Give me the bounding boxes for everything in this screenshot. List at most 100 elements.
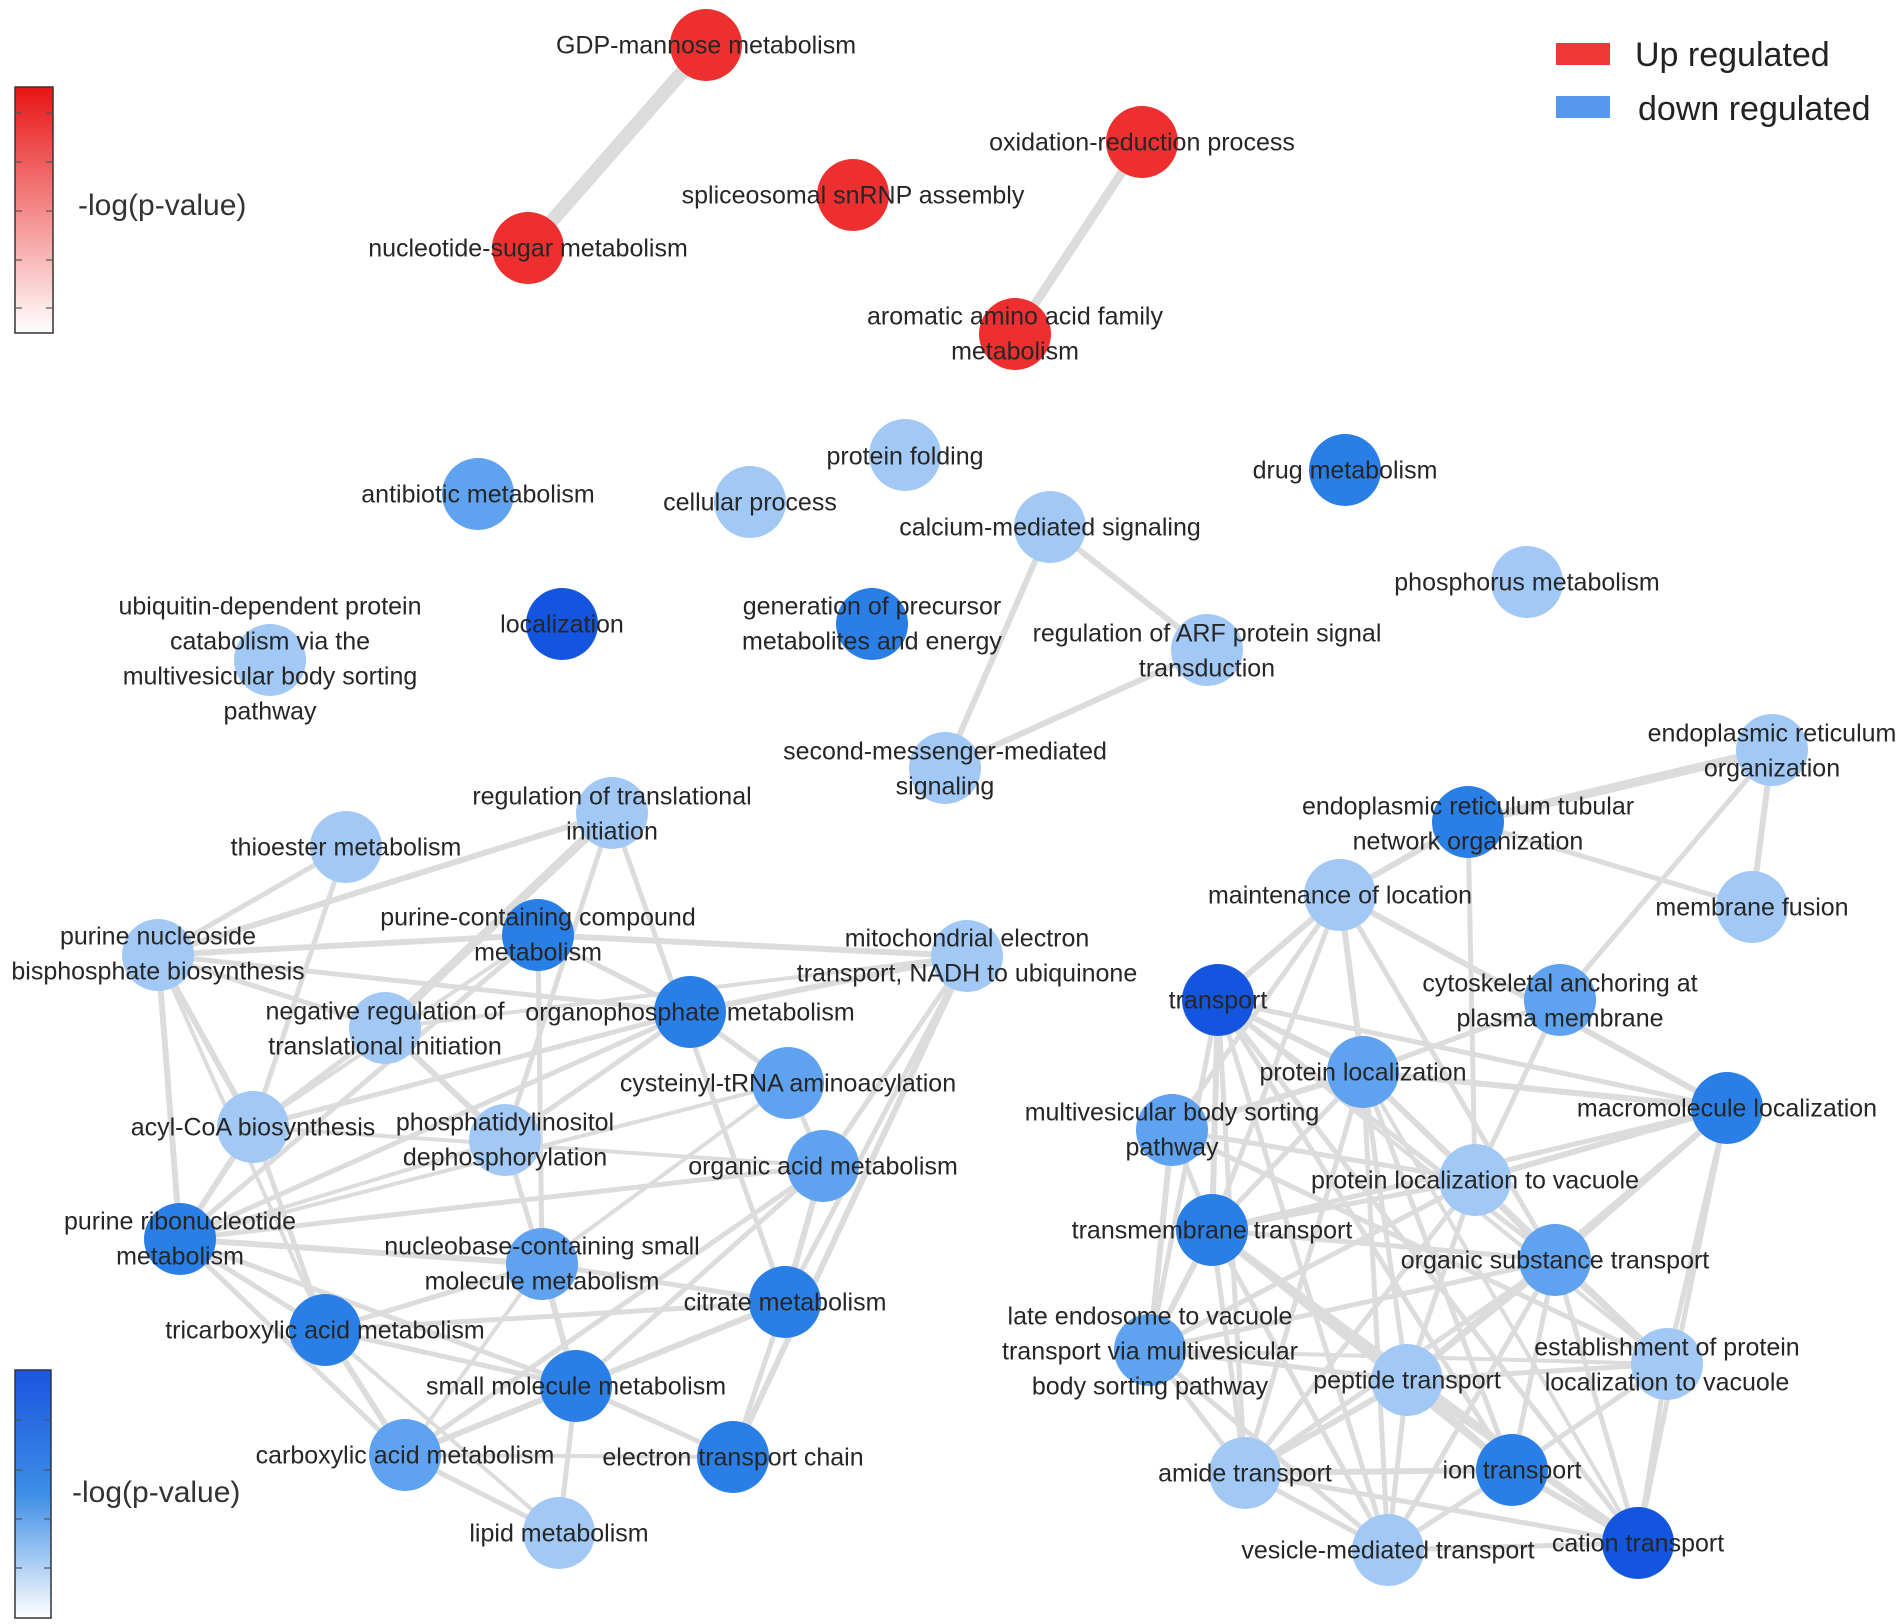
edge-nucleob-tca	[322, 1261, 545, 1333]
edge-citrate-tca	[322, 1299, 788, 1333]
edge-secmess-arf	[942, 647, 1210, 771]
node-label-line: acyl-CoA biosynthesis	[131, 1114, 376, 1142]
edge-orgsub-lateendo	[1147, 1257, 1558, 1353]
node-circle-macroloc	[1691, 1072, 1763, 1144]
legend: Up regulated down regulated	[1556, 36, 1871, 128]
edge-maint-transmem	[1209, 892, 1343, 1233]
node-circle-phos	[1491, 546, 1563, 618]
node-circle-ubiq	[234, 624, 306, 696]
edge-mito-orgacid	[820, 953, 970, 1169]
edge-amide-cation	[1242, 1470, 1641, 1546]
node-circle-lateendo	[1114, 1314, 1186, 1386]
edge-protloc-amide	[1242, 1069, 1366, 1476]
edge-purcont-purribo	[177, 932, 541, 1242]
node-label-acyl: acyl-CoA biosynthesis	[131, 1114, 376, 1142]
node-label-line: negative regulation of	[265, 998, 504, 1026]
edge-transmem-vesicle	[1209, 1227, 1391, 1553]
legend-swatch-down	[1556, 96, 1610, 118]
node-label-line: endoplasmic reticulum tubular	[1302, 793, 1634, 821]
node-ertub	[1432, 786, 1504, 858]
node-label-line: dephosphorylation	[403, 1144, 607, 1172]
node-thioe	[310, 811, 382, 883]
edge-orgacid-smallmol	[573, 1163, 826, 1389]
node-label-amide: amide transport	[1158, 1460, 1332, 1488]
node-circle-arom	[979, 298, 1051, 370]
node-label-line: oxidation-reduction process	[989, 129, 1295, 157]
node-label-ion: ion transport	[1443, 1457, 1582, 1485]
node-label-line: plasma membrane	[1456, 1005, 1663, 1033]
node-circle-ertub	[1432, 786, 1504, 858]
node-label-line: transduction	[1139, 655, 1275, 683]
node-circle-cation	[1602, 1507, 1674, 1579]
node-label-negreg: negative regulation of translational init…	[265, 998, 504, 1061]
node-organo	[654, 976, 726, 1048]
node-circle-phosino	[469, 1104, 541, 1176]
node-label-line: multivesicular body sorting	[123, 663, 418, 691]
node-label-line: transport via multivesicular	[1002, 1338, 1298, 1366]
node-circle-lipid	[523, 1497, 595, 1569]
up-scale-bar	[14, 86, 54, 334]
edge-ertub-memfus	[1465, 819, 1755, 910]
node-label-carbox: carboxylic acid metabolism	[256, 1442, 555, 1470]
node-label-line: generation of precursor	[743, 593, 1001, 621]
node-label-oxred: oxidation-reduction process	[989, 129, 1295, 157]
node-label-transport: transport	[1169, 987, 1268, 1015]
node-circle-acyl	[217, 1091, 289, 1163]
node-snrnp	[817, 159, 889, 231]
node-label-line: purine-containing compound	[380, 904, 696, 932]
node-circle-antib	[442, 458, 514, 530]
node-macroloc	[1691, 1072, 1763, 1144]
node-label-line: protein localization to vacuole	[1311, 1167, 1639, 1195]
node-circle-etc	[697, 1421, 769, 1493]
node-circle-purribo	[144, 1203, 216, 1275]
node-estab	[1631, 1328, 1703, 1400]
edge-transmem-orgsub	[1209, 1227, 1558, 1263]
node-circle-protloc	[1327, 1036, 1399, 1108]
node-purcont	[502, 899, 574, 971]
edge-multives-lateendo	[1147, 1127, 1175, 1353]
node-circle-cellproc	[714, 466, 786, 538]
edge-orgsub-cation	[1552, 1257, 1641, 1546]
node-protloc	[1327, 1036, 1399, 1108]
node-circle-carbox	[369, 1419, 441, 1491]
node-label-line: nucleobase-containing small	[384, 1233, 699, 1261]
down-scale-label: -log(p-value)	[72, 1476, 240, 1509]
edge-protvac-transmem	[1209, 1177, 1478, 1233]
node-phosino	[469, 1104, 541, 1176]
node-label-line: vesicle-mediated transport	[1241, 1537, 1534, 1565]
edge-vesicle-cation	[1385, 1540, 1641, 1553]
node-maint	[1304, 859, 1376, 931]
node-genprec	[836, 588, 908, 660]
node-circle-multives	[1136, 1094, 1208, 1166]
edge-er-ertub	[1463, 745, 1777, 827]
node-circle-memfus	[1716, 871, 1788, 943]
node-label-organo: organophosphate metabolism	[525, 999, 854, 1027]
down-scale: -log(p-value)	[14, 1369, 240, 1619]
node-label-maint: maintenance of location	[1208, 882, 1472, 910]
node-nucleob	[506, 1228, 578, 1300]
node-lipid	[523, 1497, 595, 1569]
node-circle-orgacid	[787, 1130, 859, 1202]
node-label-cation: cation transport	[1552, 1530, 1724, 1558]
node-label-line: maintenance of location	[1208, 882, 1472, 910]
node-circle-citrate	[749, 1266, 821, 1338]
node-label-line: signaling	[896, 773, 995, 801]
edge-tca-smallmol	[322, 1327, 579, 1389]
node-label-line: phosphorus metabolism	[1394, 569, 1659, 597]
node-label-line: citrate metabolism	[684, 1289, 887, 1317]
edge-mito-citrate	[782, 953, 970, 1305]
node-label-line: spliceosomal snRNP assembly	[682, 182, 1025, 210]
edge-multives-protvac	[1169, 1127, 1478, 1183]
node-circle-arf	[1171, 614, 1243, 686]
node-label-line: translational initiation	[268, 1033, 501, 1061]
node-label-line: macromolecule localization	[1577, 1095, 1877, 1123]
node-label-antib: antibiotic metabolism	[361, 481, 594, 509]
